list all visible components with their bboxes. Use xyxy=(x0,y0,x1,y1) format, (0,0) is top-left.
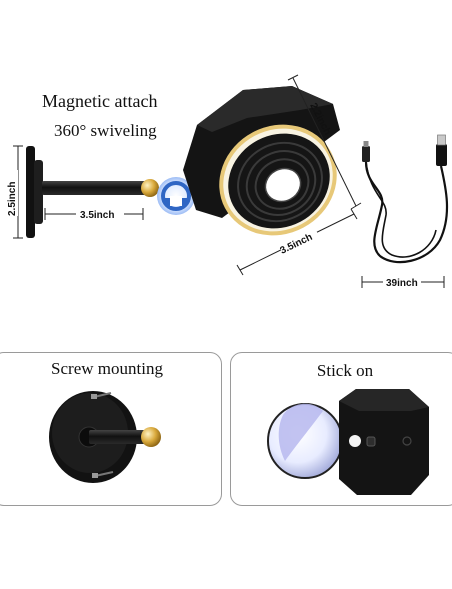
screw-icon xyxy=(92,471,114,478)
magnetic-attach-caption: Magnetic attach xyxy=(42,91,157,111)
screw-icon xyxy=(91,392,112,399)
usb-cable xyxy=(362,134,449,264)
lamp-back xyxy=(339,389,429,495)
arm-length-label: 3.5inch xyxy=(80,210,114,221)
gold-ball-tip xyxy=(141,179,159,197)
adhesive-pad-icon xyxy=(267,403,343,479)
mount-height-dimension: 2.5inch xyxy=(4,145,23,239)
stick-on-panel: Stick on xyxy=(230,352,452,506)
swivel-caption: 360° swiveling xyxy=(54,121,157,140)
screw-mounting-title: Screw mounting xyxy=(51,359,163,378)
magnet-icon xyxy=(157,177,195,215)
lamp-width-label: 3.5inch xyxy=(278,232,314,257)
gold-ball-tip xyxy=(141,427,161,447)
cable-length-dimension: 39inch xyxy=(361,275,445,289)
cable-length-label: 39inch xyxy=(386,278,418,289)
mount-height-label: 2.5inch xyxy=(7,182,18,216)
wall-mount-plate xyxy=(26,146,43,238)
mount-arm-rod xyxy=(42,181,146,195)
screw-mount-illustration xyxy=(49,391,161,483)
stick-on-title: Stick on xyxy=(316,361,374,380)
lamp-body xyxy=(183,86,340,236)
arm-length-dimension: 3.5inch xyxy=(44,207,144,221)
screw-mounting-panel: Screw mounting xyxy=(0,352,222,506)
stick-on-illustration xyxy=(267,389,429,495)
